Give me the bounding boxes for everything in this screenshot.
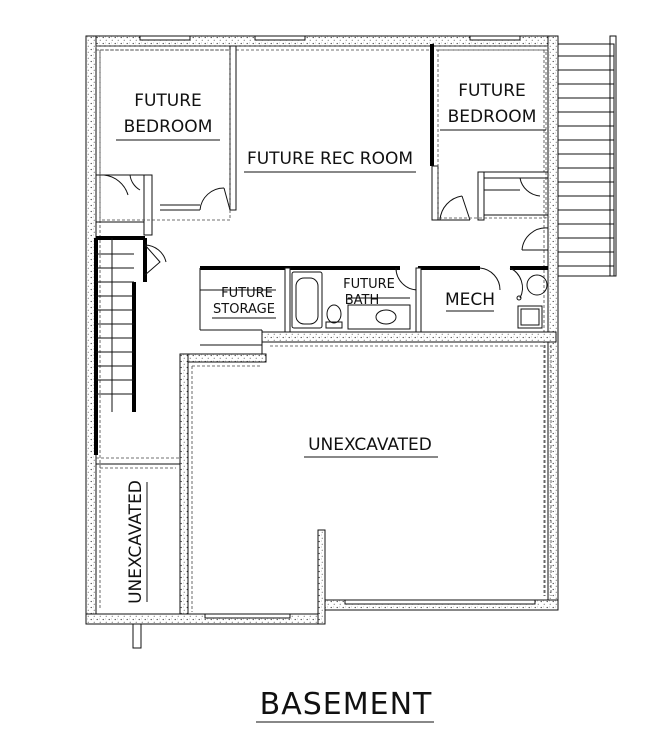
plan-title: BASEMENT (256, 687, 434, 723)
title-basement: BASEMENT (260, 687, 433, 722)
label-unexcavated-main: UNEXCAVATED (308, 435, 432, 455)
label-unexcavated-side: UNEXCAVATED (126, 480, 146, 604)
label-bath-2: BATH (345, 293, 380, 308)
interior-walls (94, 44, 557, 615)
room-labels: FUTURE BEDROOM FUTURE REC ROOM FUTURE BE… (116, 81, 546, 604)
label-bath-1: FUTURE (343, 277, 395, 292)
label-bedroom-left-1: FUTURE (134, 91, 202, 111)
exterior-steps (557, 35, 617, 277)
label-storage-2: STORAGE (213, 302, 275, 317)
label-rec-room: FUTURE REC ROOM (247, 149, 413, 169)
stair-treads (96, 238, 134, 412)
label-bedroom-right-2: BEDROOM (448, 107, 537, 127)
label-mech: MECH (445, 290, 495, 310)
label-bedroom-right-1: FUTURE (458, 81, 526, 101)
inner-outlines (95, 45, 552, 610)
label-bedroom-left-2: BEDROOM (124, 117, 213, 137)
label-storage-1: FUTURE (221, 286, 273, 301)
foundation-walls (85, 35, 559, 649)
